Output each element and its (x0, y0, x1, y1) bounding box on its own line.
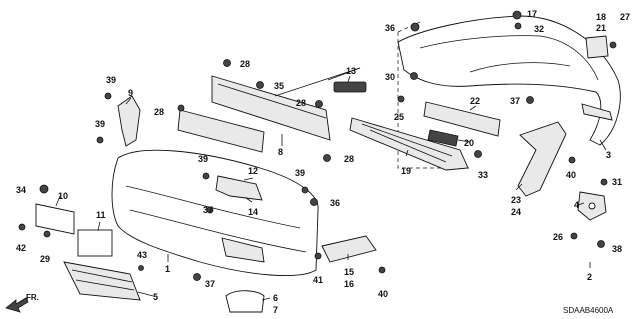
callout-14[interactable]: 14 (248, 207, 258, 217)
callout-34[interactable]: 34 (16, 185, 26, 195)
callout-6[interactable]: 6 (273, 293, 278, 303)
rear-absorber[interactable] (423, 101, 501, 137)
callout-39a[interactable]: 39 (106, 75, 116, 85)
callout-21[interactable]: 21 (596, 23, 606, 33)
callout-10[interactable]: 10 (58, 191, 68, 201)
callout-35[interactable]: 35 (274, 81, 284, 91)
callout-33[interactable]: 33 (478, 170, 488, 180)
front-bumper-mount[interactable] (333, 81, 367, 93)
callout-40a[interactable]: 40 (566, 170, 576, 180)
callout-13[interactable]: 13 (346, 66, 356, 76)
callout-28a[interactable]: 28 (240, 59, 250, 69)
license-plate-base[interactable] (35, 203, 75, 235)
rear-bumper-beam[interactable] (349, 117, 469, 171)
front-arrow-icon (5, 297, 29, 313)
callout-3[interactable]: 3 (606, 150, 611, 160)
leader-lines (55, 67, 607, 301)
callout-23[interactable]: 23 (511, 195, 521, 205)
rear-spacer[interactable] (427, 129, 459, 147)
callout-39d[interactable]: 39 (295, 168, 305, 178)
callout-7[interactable]: 7 (273, 305, 278, 315)
callout-24[interactable]: 24 (511, 207, 521, 217)
callout-28b[interactable]: 28 (154, 107, 164, 117)
callout-42[interactable]: 42 (16, 243, 26, 253)
front-absorber[interactable] (177, 109, 265, 153)
callout-5[interactable]: 5 (153, 292, 158, 302)
rear-bumper-reflector[interactable] (581, 103, 613, 121)
callout-18[interactable]: 18 (596, 12, 606, 22)
callout-43[interactable]: 43 (137, 250, 147, 260)
callout-11[interactable]: 11 (96, 210, 106, 220)
fog-light-cover[interactable] (225, 290, 265, 313)
callout-37c[interactable]: 37 (205, 279, 215, 289)
front-direction-label: FR. (26, 293, 39, 302)
callout-12[interactable]: 12 (248, 166, 258, 176)
diagram-code: SDAAB4600A (563, 306, 614, 315)
callout-39b[interactable]: 39 (95, 119, 105, 129)
front-side-bracket-left[interactable] (117, 95, 141, 147)
callout-19[interactable]: 19 (401, 166, 411, 176)
callout-36a[interactable]: 36 (385, 23, 395, 33)
callout-29[interactable]: 29 (40, 254, 50, 264)
callout-37a[interactable]: 37 (510, 96, 520, 106)
callout-39c[interactable]: 39 (198, 154, 208, 164)
fasteners (18, 10, 617, 281)
callout-2[interactable]: 2 (587, 272, 592, 282)
callout-15[interactable]: 15 (344, 267, 354, 277)
front-bumper-beam[interactable] (211, 75, 331, 141)
callout-25[interactable]: 25 (394, 112, 404, 122)
callout-9[interactable]: 9 (128, 88, 133, 98)
callout-1[interactable]: 1 (165, 264, 170, 274)
front-direction-indicator: FR. (5, 293, 39, 313)
callout-27[interactable]: 27 (620, 12, 630, 22)
license-plate-bracket[interactable] (77, 229, 113, 257)
callout-28c[interactable]: 28 (296, 98, 306, 108)
callout-26[interactable]: 26 (553, 232, 563, 242)
callout-28d[interactable]: 28 (344, 154, 354, 164)
callout-40b[interactable]: 40 (378, 289, 388, 299)
front-side-spacer[interactable] (321, 235, 377, 263)
rear-side-spacer[interactable] (517, 121, 567, 197)
callout-41[interactable]: 41 (313, 275, 323, 285)
front-fog-opening (221, 237, 265, 263)
callout-38[interactable]: 38 (612, 244, 622, 254)
rear-bumper-upper-bracket[interactable] (585, 35, 609, 59)
front-lower-grille[interactable] (63, 261, 141, 301)
callout-4[interactable]: 4 (574, 200, 579, 210)
callout-17[interactable]: 17 (527, 9, 537, 19)
callout-20[interactable]: 20 (464, 138, 474, 148)
callout-31[interactable]: 31 (612, 177, 622, 187)
callout-labels: 1 2 3 4 5 6 7 8 9 10 11 12 13 14 15 16 1… (16, 9, 630, 315)
callout-30[interactable]: 30 (385, 72, 395, 82)
callout-32[interactable]: 32 (534, 24, 544, 34)
callout-8[interactable]: 8 (278, 147, 283, 157)
rear-bumper-cover[interactable] (397, 15, 621, 146)
callout-16[interactable]: 16 (344, 279, 354, 289)
callout-37b[interactable]: 37 (203, 205, 213, 215)
callout-36b[interactable]: 36 (330, 198, 340, 208)
callout-22[interactable]: 22 (470, 96, 480, 106)
